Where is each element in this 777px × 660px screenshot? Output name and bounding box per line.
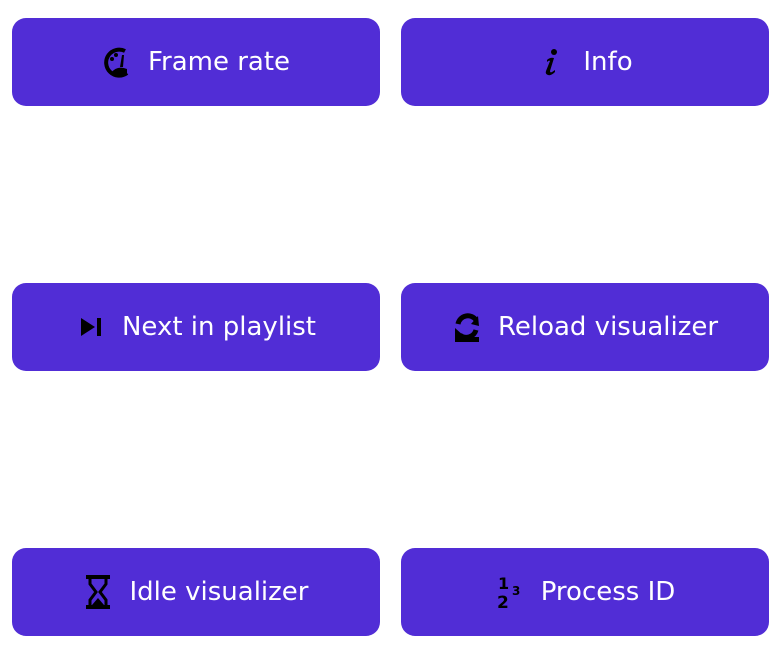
hourglass-icon: [83, 574, 113, 610]
next-in-playlist-label: Next in playlist: [121, 312, 317, 342]
frame-rate-label: Frame rate: [147, 47, 291, 77]
numeric-icon: 1 2 3: [495, 574, 525, 611]
idle-visualizer-button[interactable]: Idle visualizer: [12, 548, 380, 636]
process-id-label: Process ID: [540, 577, 676, 607]
info-button[interactable]: Info: [401, 18, 769, 106]
next-in-playlist-button[interactable]: Next in playlist: [12, 283, 380, 371]
process-id-button[interactable]: 1 2 3 Process ID: [401, 548, 769, 636]
reload-visualizer-button[interactable]: Reload visualizer: [401, 283, 769, 371]
frame-rate-button[interactable]: Frame rate: [12, 18, 380, 106]
svg-text:2: 2: [497, 593, 509, 611]
info-label: Info: [583, 47, 633, 77]
speedometer-icon: [102, 44, 132, 80]
skip-next-icon: [76, 309, 106, 345]
svg-text:3: 3: [512, 584, 520, 598]
reload-icon: [452, 309, 482, 345]
reload-visualizer-label: Reload visualizer: [497, 312, 719, 342]
idle-visualizer-label: Idle visualizer: [129, 577, 309, 607]
svg-text:1: 1: [498, 574, 509, 593]
info-icon: [537, 44, 567, 80]
